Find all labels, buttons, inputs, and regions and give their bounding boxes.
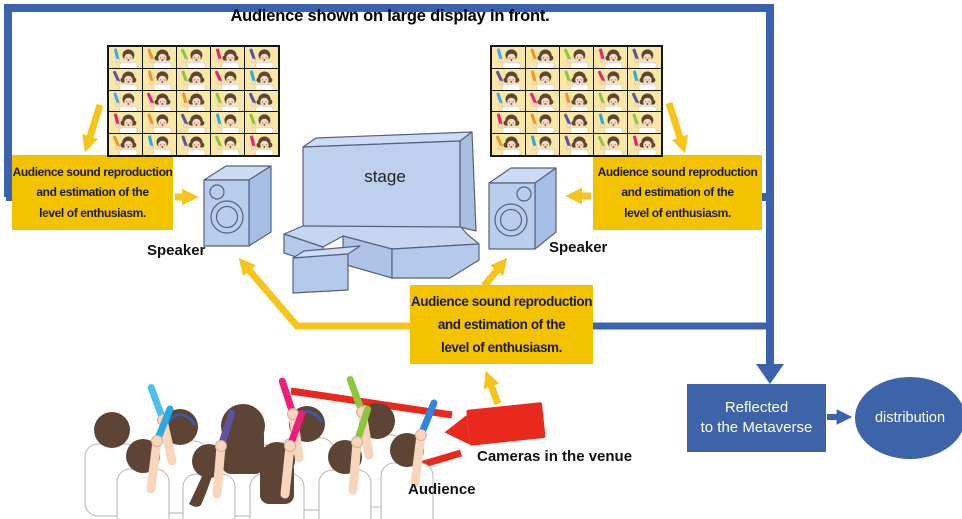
display-grid-cell xyxy=(211,134,244,155)
camera-sightline-upper xyxy=(290,387,453,419)
display-grid-cell xyxy=(594,112,627,134)
frame-down-arrowhead-icon xyxy=(756,364,784,384)
stage-label: stage xyxy=(364,167,406,186)
display-grid-left xyxy=(107,45,280,157)
display-grid-cell xyxy=(109,90,142,112)
display-grid-cell xyxy=(594,68,627,90)
display-grid-cell xyxy=(526,112,559,134)
display-grid-cell xyxy=(143,134,176,155)
display-grid-cell xyxy=(143,90,176,112)
crowd-person xyxy=(318,405,372,519)
process-box-center-line2: and estimation of the xyxy=(437,316,566,332)
frame-connector-line xyxy=(4,4,774,366)
arrow-camera-to-centerbox xyxy=(483,370,502,406)
frame-stub-right xyxy=(756,193,772,201)
display-grid-cell xyxy=(143,68,176,90)
display-grid-cell xyxy=(245,47,278,68)
page-title: Audience shown on large display in front… xyxy=(230,7,550,25)
crowd-person xyxy=(249,410,306,519)
display-grid-cell xyxy=(560,68,593,90)
display-grid-cell xyxy=(492,112,525,134)
display-grid-cell xyxy=(594,134,627,155)
display-grid-cell xyxy=(594,47,627,68)
display-grid-cell xyxy=(628,134,661,155)
process-box-left-line2: and estimation of the xyxy=(36,185,149,200)
speaker-left-label: Speaker xyxy=(147,242,206,259)
display-grid-cell xyxy=(560,112,593,134)
process-box-left-line1: Audience sound reproduction xyxy=(12,164,173,179)
display-grid-cell xyxy=(628,47,661,68)
process-box-center-line1: Audience sound reproduction xyxy=(410,293,593,309)
display-grid-cell xyxy=(211,47,244,68)
display-grid-cell xyxy=(211,112,244,134)
crowd-illustration xyxy=(84,376,438,519)
process-box-right-line2: and estimation of the xyxy=(621,185,734,200)
display-grid-cell xyxy=(211,68,244,90)
arrow-centerbox-to-right-speaker xyxy=(481,257,508,289)
display-grid-cell xyxy=(143,47,176,68)
display-grid-cell xyxy=(594,90,627,112)
display-grid-cell xyxy=(628,68,661,90)
display-grid-cell xyxy=(177,90,210,112)
display-grid-cell xyxy=(109,112,142,134)
audience-label: Audience xyxy=(408,481,476,498)
display-grid-cell xyxy=(143,112,176,134)
display-grid-cell xyxy=(526,47,559,68)
process-box-left-line3: level of enthusiasm. xyxy=(39,205,146,220)
display-grid-cell xyxy=(560,134,593,155)
display-grid-right xyxy=(490,45,663,157)
display-grid-cell xyxy=(109,47,142,68)
distribution-node-label: distribution xyxy=(874,410,946,426)
arrow-centerbox-to-left-speaker xyxy=(238,257,410,330)
display-grid-cell xyxy=(526,68,559,90)
display-grid-cell xyxy=(492,90,525,112)
display-grid-cell xyxy=(560,47,593,68)
process-box-center-line3: level of enthusiasm. xyxy=(440,340,563,356)
display-grid-cell xyxy=(177,47,210,68)
crowd-person xyxy=(182,409,236,519)
process-box-right: Audience sound reproduction and estimati… xyxy=(593,155,762,230)
display-grid-cell xyxy=(560,90,593,112)
cameras-label: Cameras in the venue xyxy=(477,448,633,465)
display-grid-cell xyxy=(628,90,661,112)
process-box-center: Audience sound reproduction and estimati… xyxy=(410,285,593,364)
process-box-right-line1: Audience sound reproduction xyxy=(597,164,758,179)
display-grid-cell xyxy=(245,68,278,90)
metaverse-node-line2: to the Metaverse xyxy=(700,419,813,436)
camera-icon xyxy=(444,402,546,446)
crowd-person xyxy=(380,399,438,519)
process-box-right-line3: level of enthusiasm. xyxy=(624,205,731,220)
display-grid-cell xyxy=(492,68,525,90)
display-grid-cell xyxy=(177,134,210,155)
display-grid-cell xyxy=(211,90,244,112)
display-grid-cell xyxy=(526,90,559,112)
display-grid-cell xyxy=(628,112,661,134)
display-grid-cell xyxy=(492,134,525,155)
crowd-person xyxy=(116,405,174,519)
speaker-left-icon xyxy=(203,165,272,247)
display-grid-cell xyxy=(177,68,210,90)
distribution-node: distribution xyxy=(855,377,962,459)
display-grid-cell xyxy=(109,68,142,90)
process-box-left: Audience sound reproduction and estimati… xyxy=(12,155,173,230)
arrow-grid-right-to-box xyxy=(665,101,688,154)
display-grid-cell xyxy=(177,112,210,134)
speaker-right-label: Speaker xyxy=(549,239,608,256)
metaverse-node-line1: Reflected xyxy=(724,398,789,416)
metaverse-node: Reflected to the Metaverse xyxy=(687,384,826,452)
display-grid-cell xyxy=(245,112,278,134)
display-grid-cell xyxy=(245,90,278,112)
display-grid-cell xyxy=(492,47,525,68)
display-grid-cell xyxy=(526,134,559,155)
arrow-grid-left-to-box xyxy=(82,103,104,153)
display-grid-cell xyxy=(245,134,278,155)
display-grid-cell xyxy=(109,134,142,155)
speaker-right-icon xyxy=(488,167,557,250)
stage-illustration xyxy=(283,131,480,294)
